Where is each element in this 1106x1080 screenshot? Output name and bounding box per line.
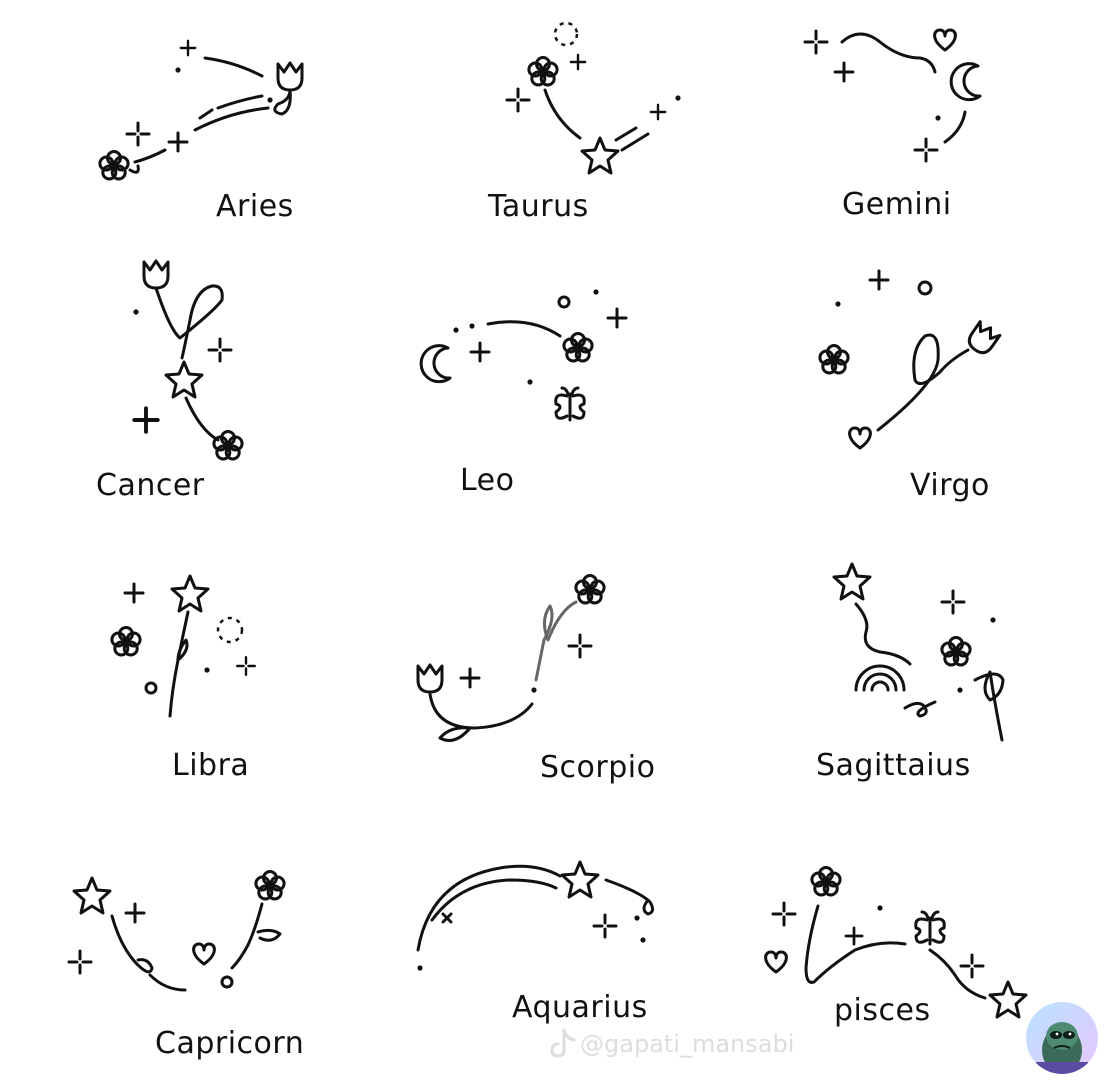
- scorpio-doodle: [416, 574, 606, 742]
- avatar-icon: [1036, 1022, 1088, 1074]
- avatar[interactable]: [1026, 1002, 1098, 1074]
- watermark: @gapati_mansabi: [550, 1028, 794, 1058]
- virgo-doodle: [818, 269, 1002, 450]
- sign-label-gemini: Gemini: [842, 187, 952, 222]
- cancer-doodle: [132, 259, 244, 461]
- sign-label-sagittarius: Sagittaius: [816, 748, 971, 783]
- sign-label-libra: Libra: [172, 748, 249, 783]
- sign-label-scorpio: Scorpio: [540, 750, 655, 785]
- gemini-doodle: [803, 28, 982, 163]
- taurus-doodle: [505, 21, 681, 175]
- aries-doodle: [98, 39, 304, 181]
- sign-label-virgo: Virgo: [910, 468, 990, 503]
- sagittarius-doodle: [832, 562, 1005, 742]
- sign-label-leo: Leo: [460, 463, 515, 498]
- capricorn-doodle: [67, 870, 286, 992]
- watermark-text: @gapati_mansabi: [580, 1030, 794, 1058]
- sign-label-aquarius: Aquarius: [512, 990, 648, 1025]
- sign-label-taurus: Taurus: [487, 189, 589, 224]
- sign-label-aries: Aries: [216, 189, 294, 224]
- sign-label-pisces: pisces: [834, 993, 931, 1028]
- pisces-doodle: [764, 866, 1028, 1019]
- sign-label-capricorn: Capricorn: [155, 1026, 304, 1061]
- leo-doodle: [419, 289, 628, 422]
- libra-doodle: [110, 574, 257, 718]
- aquarius-doodle: [416, 860, 655, 971]
- sign-label-cancer: Cancer: [96, 468, 205, 503]
- tiktok-logo-icon: [550, 1028, 576, 1058]
